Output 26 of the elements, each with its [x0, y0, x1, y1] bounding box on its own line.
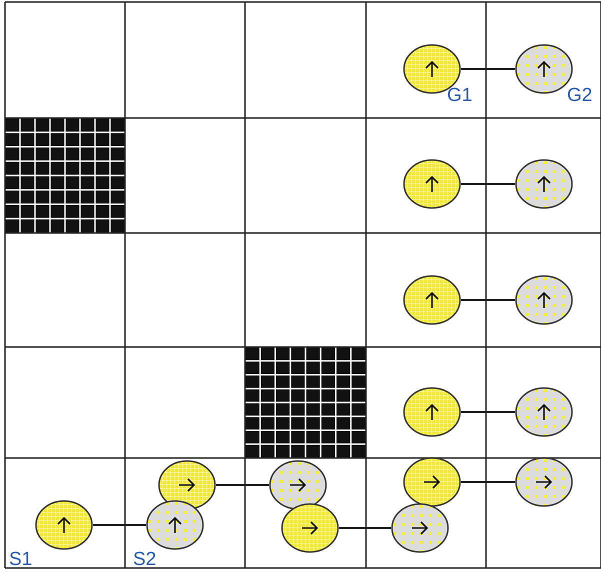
cell-label: S1: [9, 550, 32, 570]
connector-line: [93, 524, 146, 526]
robot-circle: [146, 500, 204, 550]
cell-label: S2: [133, 550, 156, 570]
robot-circle: [281, 503, 339, 553]
cell-label: G1: [447, 86, 472, 106]
connector-line: [461, 299, 515, 301]
robot-circle: [403, 457, 461, 507]
robot-circle: [403, 387, 461, 437]
connector-line: [339, 527, 391, 529]
connector-line: [461, 481, 515, 483]
connector-line: [461, 411, 515, 413]
robot-circle: [515, 275, 573, 325]
robot-circle: [269, 460, 327, 510]
robot-circle: [158, 460, 216, 510]
robot-circle: [515, 457, 573, 507]
cell-label: G2: [567, 86, 592, 106]
robot-circle: [35, 500, 93, 550]
robot-circle: [515, 387, 573, 437]
connector-line: [216, 484, 269, 486]
robot-circle: [515, 159, 573, 209]
connector-line: [461, 183, 515, 185]
robot-circle: [403, 275, 461, 325]
robot-circle: [403, 159, 461, 209]
connector-line: [461, 68, 515, 70]
robot-circle: [391, 503, 449, 553]
